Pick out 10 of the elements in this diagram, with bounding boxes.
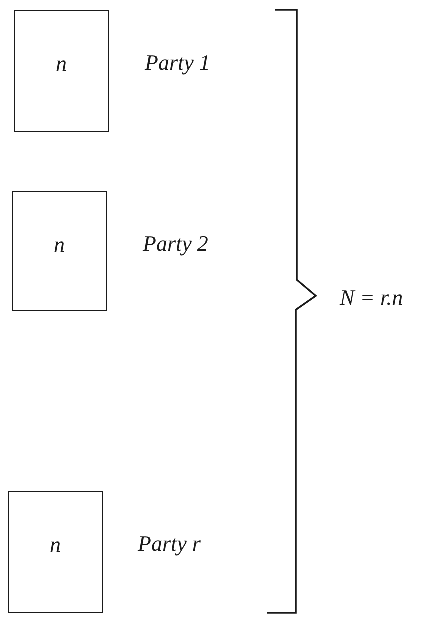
box-text: n — [56, 52, 67, 76]
box-text: n — [50, 533, 61, 557]
box-text: n — [54, 233, 65, 257]
square-box — [14, 10, 109, 132]
formula-label: N = r.n — [340, 286, 404, 310]
side-label: Party 2 — [143, 232, 208, 256]
square-box — [12, 191, 107, 311]
square-box — [8, 491, 103, 613]
side-label: Party r — [138, 532, 201, 556]
side-label: Party 1 — [145, 51, 210, 75]
